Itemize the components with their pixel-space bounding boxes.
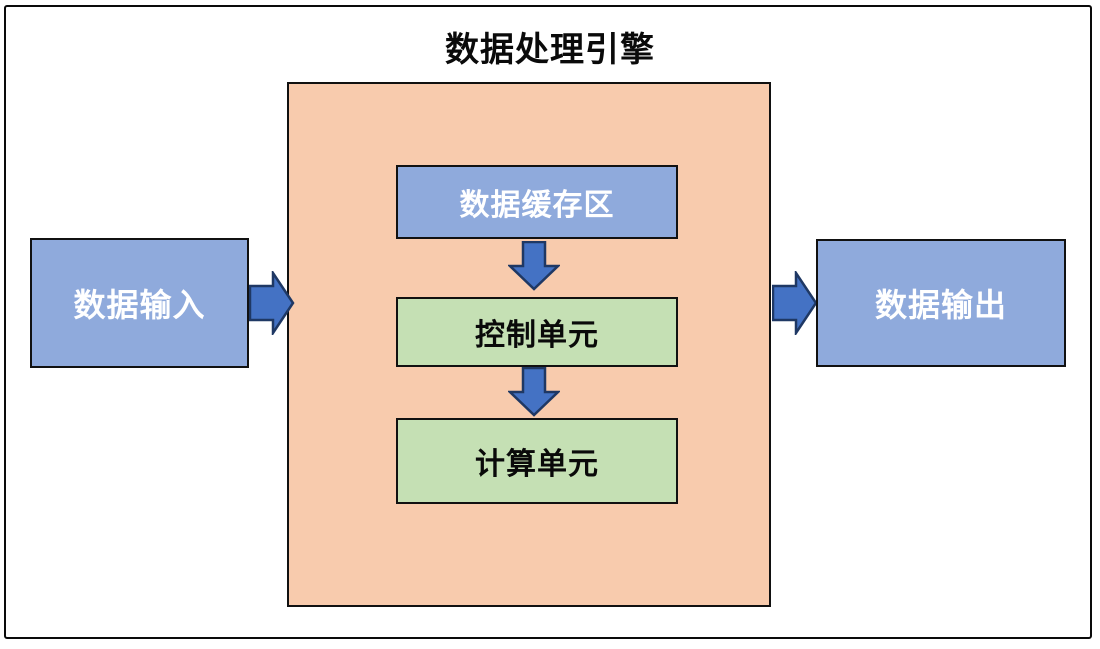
down-arrow-shape bbox=[508, 241, 560, 291]
right-arrow-icon-input-to-engine bbox=[249, 271, 295, 335]
outer-border bbox=[4, 5, 1092, 639]
down-arrow-icon-buffer-to-control bbox=[508, 241, 560, 291]
down-arrow-icon-control-to-compute bbox=[508, 367, 560, 417]
right-arrow-icon-engine-to-output bbox=[772, 271, 818, 335]
right-arrow-shape bbox=[772, 271, 818, 335]
node-data-input: 数据输入 bbox=[30, 238, 249, 368]
node-compute-unit: 计算单元 bbox=[396, 418, 678, 504]
node-data-output: 数据输出 bbox=[816, 239, 1066, 367]
right-arrow-shape bbox=[249, 271, 295, 335]
down-arrow-shape bbox=[508, 367, 560, 417]
node-control-unit: 控制单元 bbox=[396, 297, 678, 367]
node-data-buffer: 数据缓存区 bbox=[396, 165, 678, 239]
diagram-title: 数据处理引擎 bbox=[445, 31, 655, 69]
